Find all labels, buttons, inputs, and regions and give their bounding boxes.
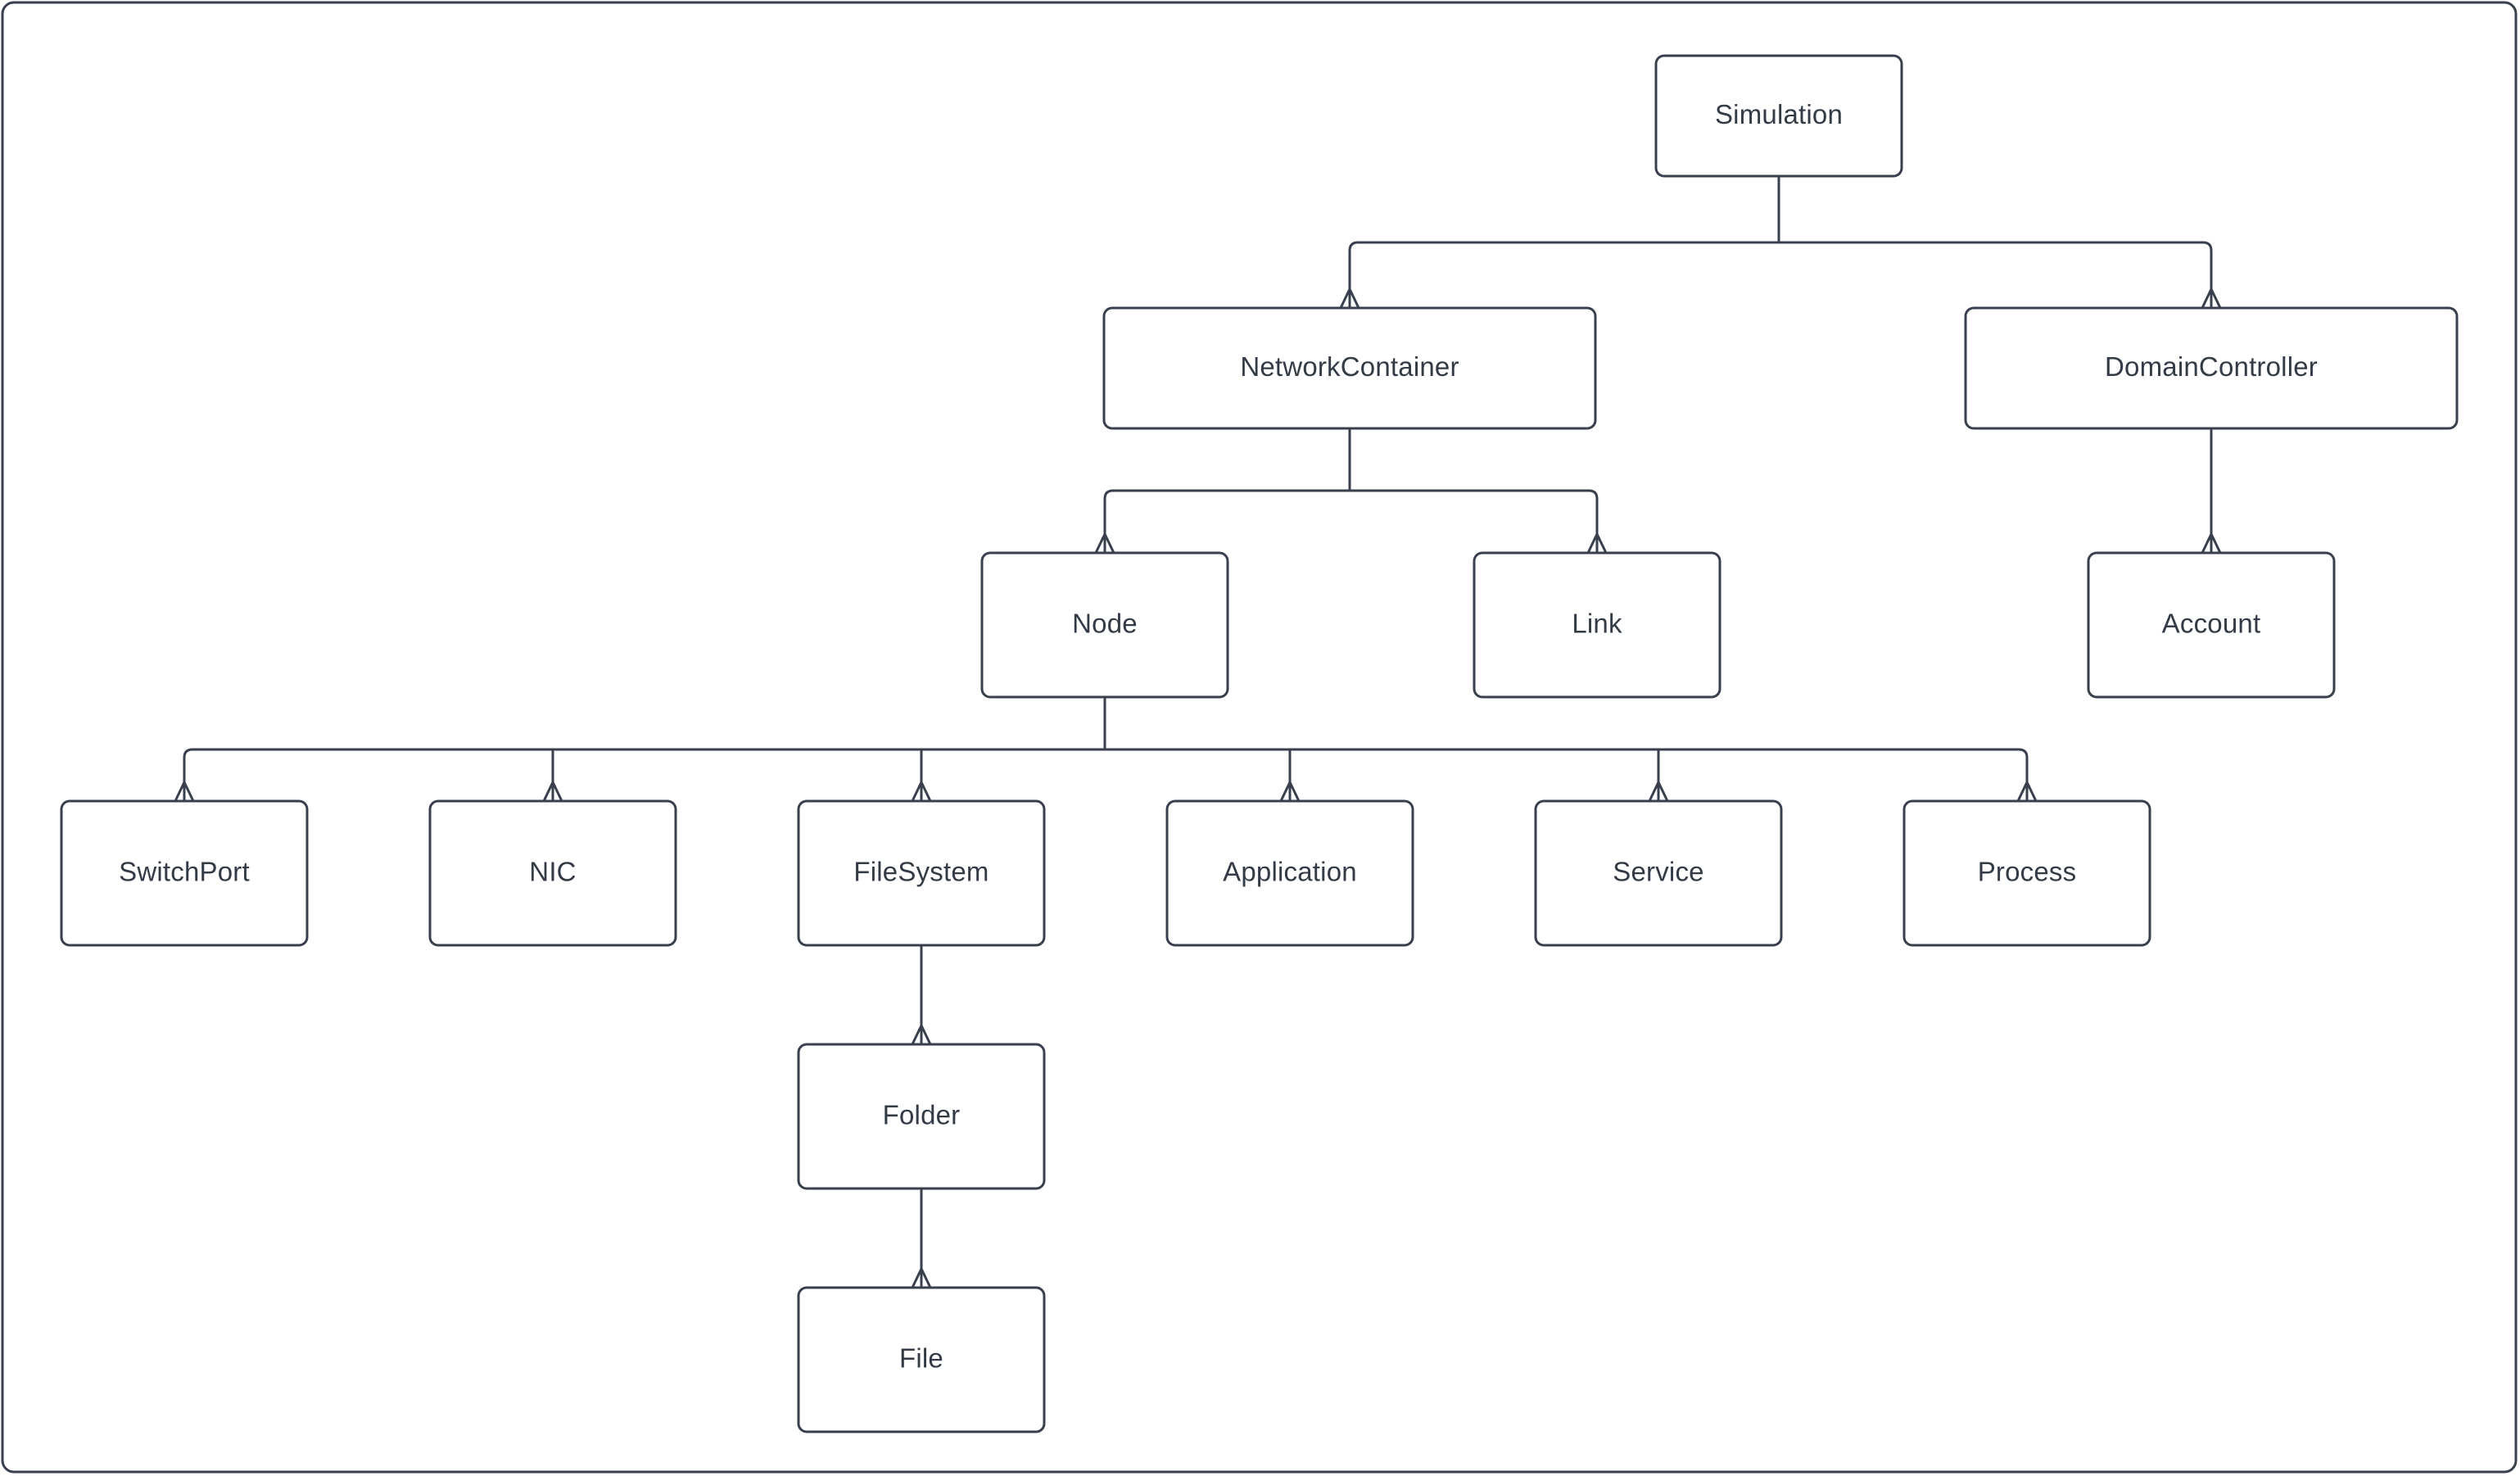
class-node-link[interactable]: Link xyxy=(1473,551,1721,699)
inheritance-arrow-link xyxy=(1586,532,1608,555)
class-node-box-domain-controller[interactable] xyxy=(1964,306,2459,430)
class-node-box-account[interactable] xyxy=(2087,551,2336,699)
class-node-simulation[interactable]: Simulation xyxy=(1654,54,1903,178)
edge-group-domain-controller xyxy=(2201,427,2222,555)
inheritance-arrow-service xyxy=(1648,781,1669,803)
class-node-label-node: Node xyxy=(1072,609,1138,639)
class-node-box-service[interactable] xyxy=(1534,799,1783,947)
inheritance-arrow-account xyxy=(2201,532,2222,555)
class-node-filesystem[interactable]: FileSystem xyxy=(797,799,1046,947)
class-node-label-simulation: Simulation xyxy=(1715,99,1843,129)
inheritance-arrow-switchport xyxy=(174,781,195,803)
class-node-label-domain-controller: DomainController xyxy=(2105,351,2318,382)
class-node-box-application[interactable] xyxy=(1165,799,1414,947)
inheritance-arrow-file xyxy=(911,1267,932,1289)
inheritance-arrow-application xyxy=(1279,781,1301,803)
inheritance-arrow-folder xyxy=(911,1024,932,1046)
class-node-label-process: Process xyxy=(1978,857,2077,887)
class-node-box-filesystem[interactable] xyxy=(797,799,1046,947)
class-node-switchport[interactable]: SwitchPort xyxy=(60,799,309,947)
class-node-label-filesystem: FileSystem xyxy=(853,857,989,887)
class-node-box-nic[interactable] xyxy=(428,799,677,947)
class-node-label-switchport: SwitchPort xyxy=(119,857,250,887)
class-node-box-network-container[interactable] xyxy=(1102,306,1597,430)
inheritance-arrow-filesystem xyxy=(911,781,932,803)
class-node-box-link[interactable] xyxy=(1473,551,1721,699)
edge-group-folder xyxy=(911,1187,932,1289)
class-node-application[interactable]: Application xyxy=(1165,799,1414,947)
class-node-box-process[interactable] xyxy=(1902,799,2151,947)
inheritance-arrow-network-container xyxy=(1339,288,1360,310)
class-node-nic[interactable]: NIC xyxy=(428,799,677,947)
class-node-label-network-container: NetworkContainer xyxy=(1240,351,1459,382)
class-node-label-application: Application xyxy=(1223,857,1357,887)
inheritance-arrow-domain-controller xyxy=(2201,288,2222,310)
inheritance-arrow-node xyxy=(1094,532,1115,555)
class-node-label-account: Account xyxy=(2162,609,2261,639)
class-node-file[interactable]: File xyxy=(797,1286,1046,1433)
class-node-network-container[interactable]: NetworkContainer xyxy=(1102,306,1597,430)
class-node-domain-controller[interactable]: DomainController xyxy=(1964,306,2459,430)
class-node-account[interactable]: Account xyxy=(2087,551,2336,699)
class-node-box-switchport[interactable] xyxy=(60,799,309,947)
inheritance-arrow-process xyxy=(2016,781,2038,803)
class-node-label-nic: NIC xyxy=(529,857,576,887)
class-node-process[interactable]: Process xyxy=(1902,799,2151,947)
class-node-box-node[interactable] xyxy=(980,551,1229,699)
class-node-label-file: File xyxy=(899,1343,943,1374)
class-node-box-folder[interactable] xyxy=(797,1043,1046,1190)
class-node-label-service: Service xyxy=(1613,857,1703,887)
class-node-box-simulation[interactable] xyxy=(1654,54,1903,178)
class-node-label-link: Link xyxy=(1572,609,1622,639)
edge-group-node xyxy=(174,695,2038,803)
edge-group-network-container xyxy=(1094,427,1608,555)
edge-group-filesystem xyxy=(911,944,932,1046)
class-node-box-file[interactable] xyxy=(797,1286,1046,1433)
edge-layer xyxy=(174,174,2222,1289)
class-node-service[interactable]: Service xyxy=(1534,799,1783,947)
edge-group-simulation xyxy=(1339,174,2222,310)
class-node-folder[interactable]: Folder xyxy=(797,1043,1046,1190)
class-node-node[interactable]: Node xyxy=(980,551,1229,699)
class-node-label-folder: Folder xyxy=(883,1100,961,1130)
inheritance-arrow-nic xyxy=(542,781,563,803)
